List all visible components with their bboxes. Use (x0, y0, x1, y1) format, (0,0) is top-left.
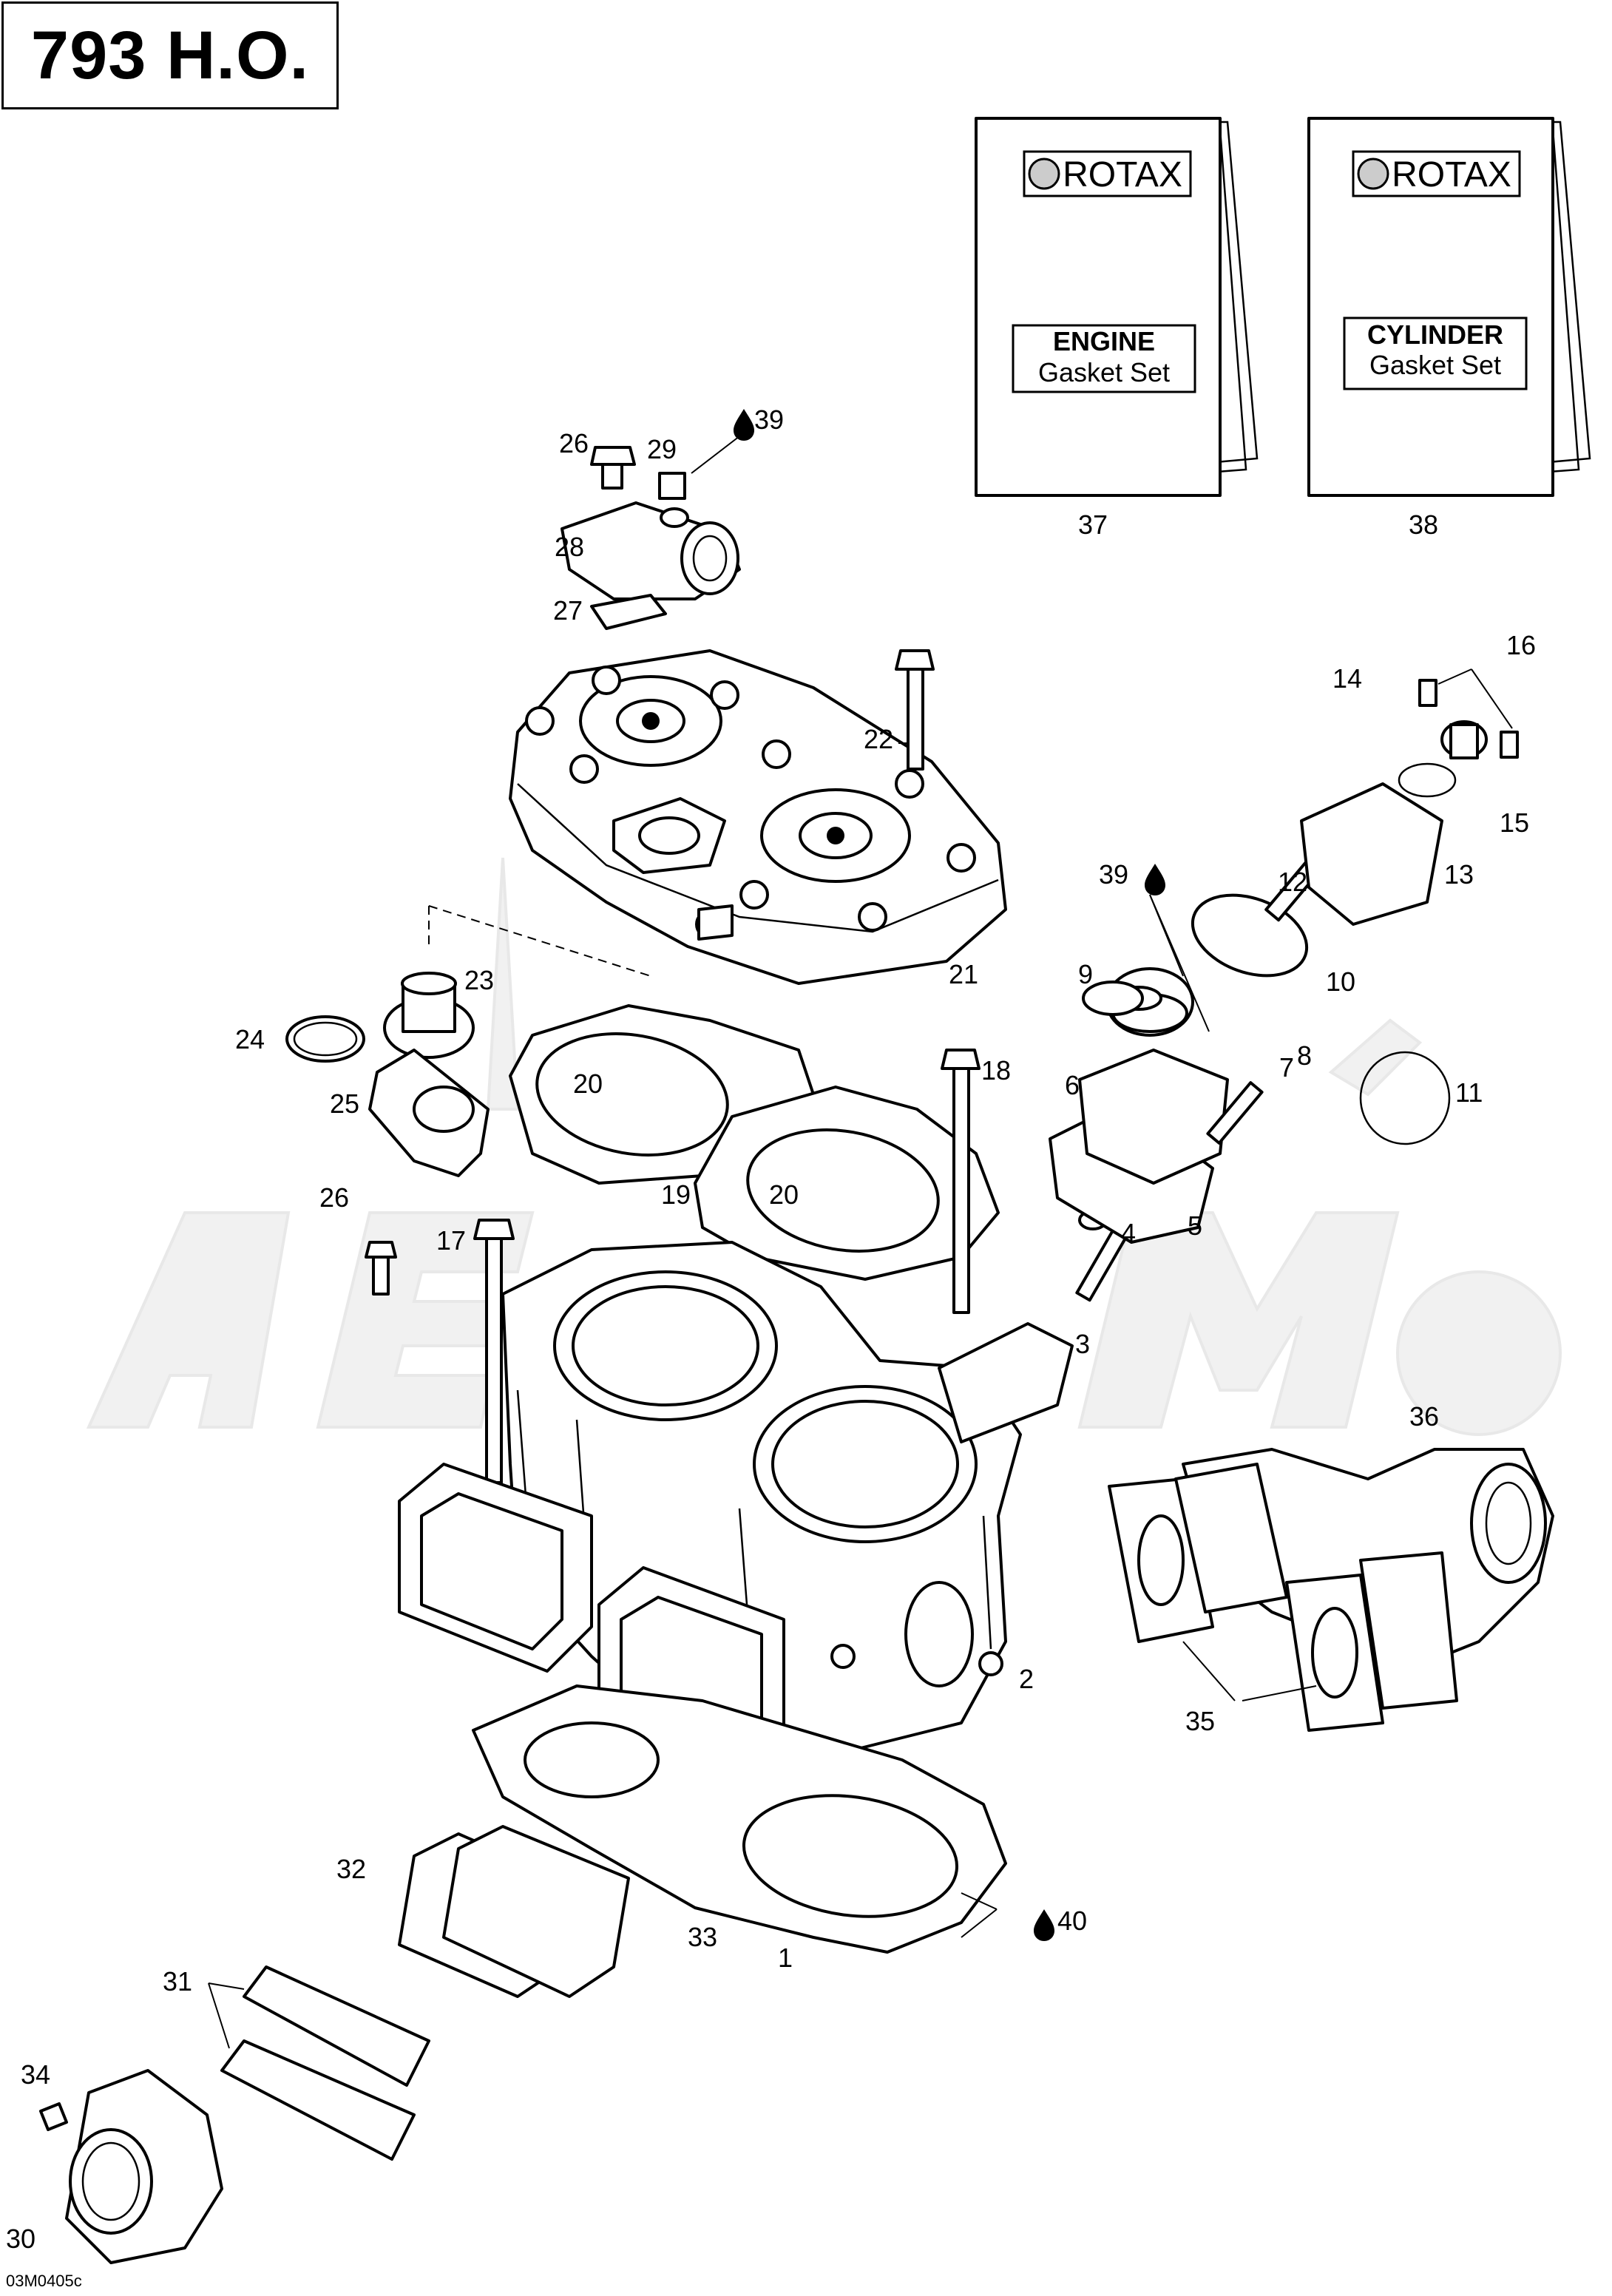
callout-31: 31 (163, 1966, 192, 1997)
gear-logo-icon (1357, 158, 1389, 190)
callout-40: 40 (1057, 1906, 1087, 1936)
callout-39-b: 39 (1099, 859, 1128, 890)
valve-assembly (938, 679, 1519, 1443)
callout-34: 34 (21, 2059, 50, 2090)
cylinder-head (509, 649, 1007, 985)
callout-35: 35 (1185, 1706, 1215, 1736)
callout-13: 13 (1444, 859, 1474, 890)
kit-name: ENGINE (1053, 326, 1155, 356)
drop-icon (1145, 864, 1165, 895)
callout-19: 19 (661, 1179, 691, 1210)
drop-icon (734, 409, 754, 441)
callout-leaders (208, 668, 1513, 2049)
kit-name: CYLINDER (1367, 319, 1503, 350)
kit-subtitle: Gasket Set (1038, 357, 1170, 387)
callout-2: 2 (1019, 1664, 1034, 1694)
kit-brand: ROTAX (1063, 155, 1182, 194)
callout-36: 36 (1409, 1401, 1439, 1432)
thermostat-assembly (285, 972, 490, 1296)
document-code: 03M0405c (6, 2272, 82, 2290)
callout-labels: 1 2 3 4 5 6 7 8 9 10 11 12 13 14 15 16 1… (6, 404, 1536, 2254)
callout-1: 1 (778, 1943, 793, 1973)
model-title-box: 793 H.O. (1, 1, 339, 109)
callout-10: 10 (1326, 966, 1355, 997)
watermark (86, 857, 1562, 1436)
callout-11: 11 (1455, 1077, 1483, 1108)
callout-16: 16 (1506, 630, 1536, 660)
intake-assembly (39, 1825, 630, 2264)
engine-gasket-kit: ROTAX ENGINE Gasket Set 37 (975, 117, 1259, 540)
callout-30: 30 (6, 2224, 35, 2254)
callout-12: 12 (1278, 867, 1307, 897)
callout-20-b: 20 (769, 1179, 799, 1210)
callout-14: 14 (1332, 663, 1362, 694)
drop-icon (1034, 1909, 1054, 1941)
callout-33: 33 (688, 1922, 717, 1952)
callout-6: 6 (1065, 1070, 1080, 1100)
callout-8: 8 (1297, 1040, 1312, 1071)
callout-23: 23 (464, 965, 494, 995)
kit-subtitle: Gasket Set (1369, 350, 1501, 380)
cylinder-gasket-kit: ROTAX CYLINDER Gasket Set 38 (1307, 117, 1591, 540)
callout-38: 38 (1409, 509, 1438, 540)
callout-17: 17 (436, 1225, 466, 1256)
head-bolt (895, 649, 935, 771)
callout-3: 3 (1075, 1329, 1090, 1359)
model-title: 793 H.O. (30, 17, 310, 93)
cylinder-studs (473, 1049, 981, 1484)
callout-5: 5 (1188, 1210, 1202, 1241)
callout-15: 15 (1500, 807, 1529, 838)
callout-28: 28 (555, 532, 584, 562)
base-gasket (472, 1684, 1007, 1954)
kit-brand: ROTAX (1392, 155, 1511, 194)
callout-20-a: 20 (573, 1069, 603, 1099)
callout-26-b: 26 (319, 1182, 349, 1213)
callout-37: 37 (1078, 509, 1108, 540)
head-gaskets (509, 1004, 1000, 1281)
cylinder-block (501, 1241, 1022, 1761)
callout-32: 32 (336, 1854, 366, 1884)
callout-22: 22 (864, 724, 893, 754)
callout-25: 25 (330, 1088, 359, 1119)
callout-39-a: 39 (754, 404, 784, 435)
callout-27: 27 (553, 595, 583, 626)
callout-4: 4 (1121, 1218, 1136, 1248)
callout-9: 9 (1078, 959, 1093, 989)
callout-29: 29 (647, 434, 677, 464)
callout-24: 24 (235, 1024, 265, 1054)
exhaust-manifold (1108, 1448, 1554, 1732)
callout-26-a: 26 (559, 428, 589, 458)
gear-logo-icon (1028, 158, 1060, 190)
water-outlet-assembly (561, 436, 741, 630)
callout-21: 21 (949, 959, 978, 989)
callout-18: 18 (981, 1055, 1011, 1086)
callout-7: 7 (1279, 1052, 1294, 1083)
